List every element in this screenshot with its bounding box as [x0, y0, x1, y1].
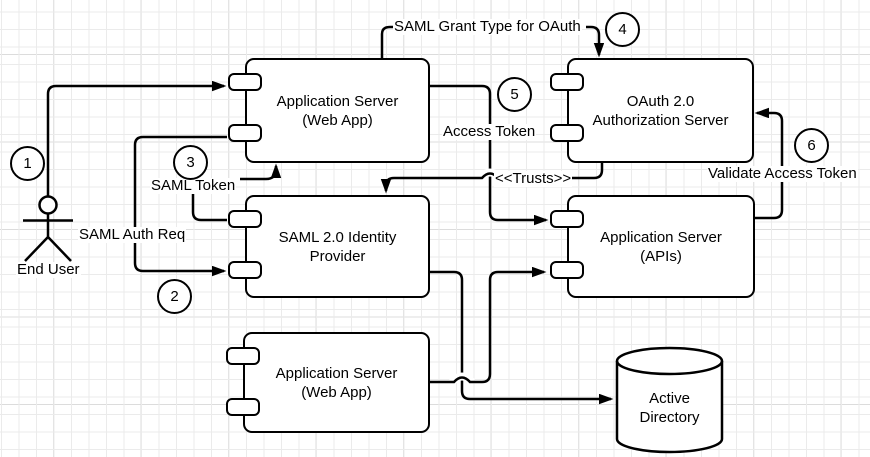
component-port — [228, 210, 262, 228]
edge-validate-access-token[interactable] — [754, 113, 784, 220]
step-badge-3[interactable]: 3 — [173, 145, 208, 180]
node-application-server-web-app-bottom[interactable]: Application Server (Web App) — [226, 332, 430, 433]
label-saml-token[interactable]: SAML Token — [150, 177, 237, 194]
edge-idp-to-active-directory[interactable] — [430, 270, 611, 399]
label-trusts[interactable]: <<Trusts>> — [494, 170, 573, 187]
node-application-server-web-app-top[interactable]: Application Server (Web App) — [228, 58, 430, 163]
cylinder-top-arc — [615, 360, 724, 376]
edge-saml-grant-bracket[interactable] — [380, 25, 394, 60]
end-user-actor[interactable] — [23, 195, 73, 262]
cylinder-body — [615, 346, 724, 454]
component-port — [228, 73, 262, 91]
node-label: OAuth 2.0 Authorization Server — [592, 92, 729, 129]
edge-saml-token-from-idp[interactable] — [191, 191, 227, 222]
node-label: Application Server (Web App) — [275, 364, 398, 401]
active-directory-label: Active Directory — [639, 390, 700, 426]
edge-end-user-to-web-app[interactable] — [46, 86, 224, 197]
node-label: Application Server (Web App) — [276, 92, 399, 129]
node-saml-identity-provider[interactable]: SAML 2.0 Identity Provider — [228, 195, 430, 298]
edge-saml-grant-to-oauth[interactable] — [586, 25, 599, 55]
end-user-label: End User — [16, 261, 81, 278]
edge-trusts[interactable] — [386, 163, 604, 191]
actor-body — [23, 213, 73, 262]
step-badge-6[interactable]: 6 — [794, 128, 829, 163]
component-port — [550, 73, 584, 91]
edge-saml-auth-req[interactable] — [133, 135, 227, 271]
node-application-server-apis[interactable]: Application Server (APIs) — [550, 195, 755, 298]
component-port — [550, 210, 584, 228]
label-saml-grant-type[interactable]: SAML Grant Type for OAuth — [393, 18, 582, 35]
component-port — [226, 347, 260, 365]
step-badge-5[interactable]: 5 — [497, 77, 532, 112]
label-validate-access-token[interactable]: Validate Access Token — [707, 165, 858, 182]
node-label: SAML 2.0 Identity Provider — [278, 228, 397, 265]
edge-webapp-bottom-to-apis[interactable] — [430, 272, 544, 384]
label-saml-auth-req[interactable]: SAML Auth Req — [78, 226, 187, 243]
component-port — [228, 124, 262, 142]
edge-access-token[interactable] — [430, 84, 546, 220]
component-port — [228, 261, 262, 279]
step-badge-2[interactable]: 2 — [157, 279, 192, 314]
actor-head — [38, 195, 58, 215]
component-port — [226, 398, 260, 416]
step-badge-4[interactable]: 4 — [605, 12, 640, 47]
component-port — [550, 124, 584, 142]
node-oauth-authorization-server[interactable]: OAuth 2.0 Authorization Server — [550, 58, 754, 163]
active-directory-shape[interactable] — [615, 346, 724, 454]
label-access-token[interactable]: Access Token — [442, 123, 537, 140]
node-label: Application Server (APIs) — [600, 228, 722, 265]
component-port — [550, 261, 584, 279]
step-badge-1[interactable]: 1 — [10, 146, 45, 181]
edge-saml-token-to-web-app[interactable] — [240, 166, 276, 181]
